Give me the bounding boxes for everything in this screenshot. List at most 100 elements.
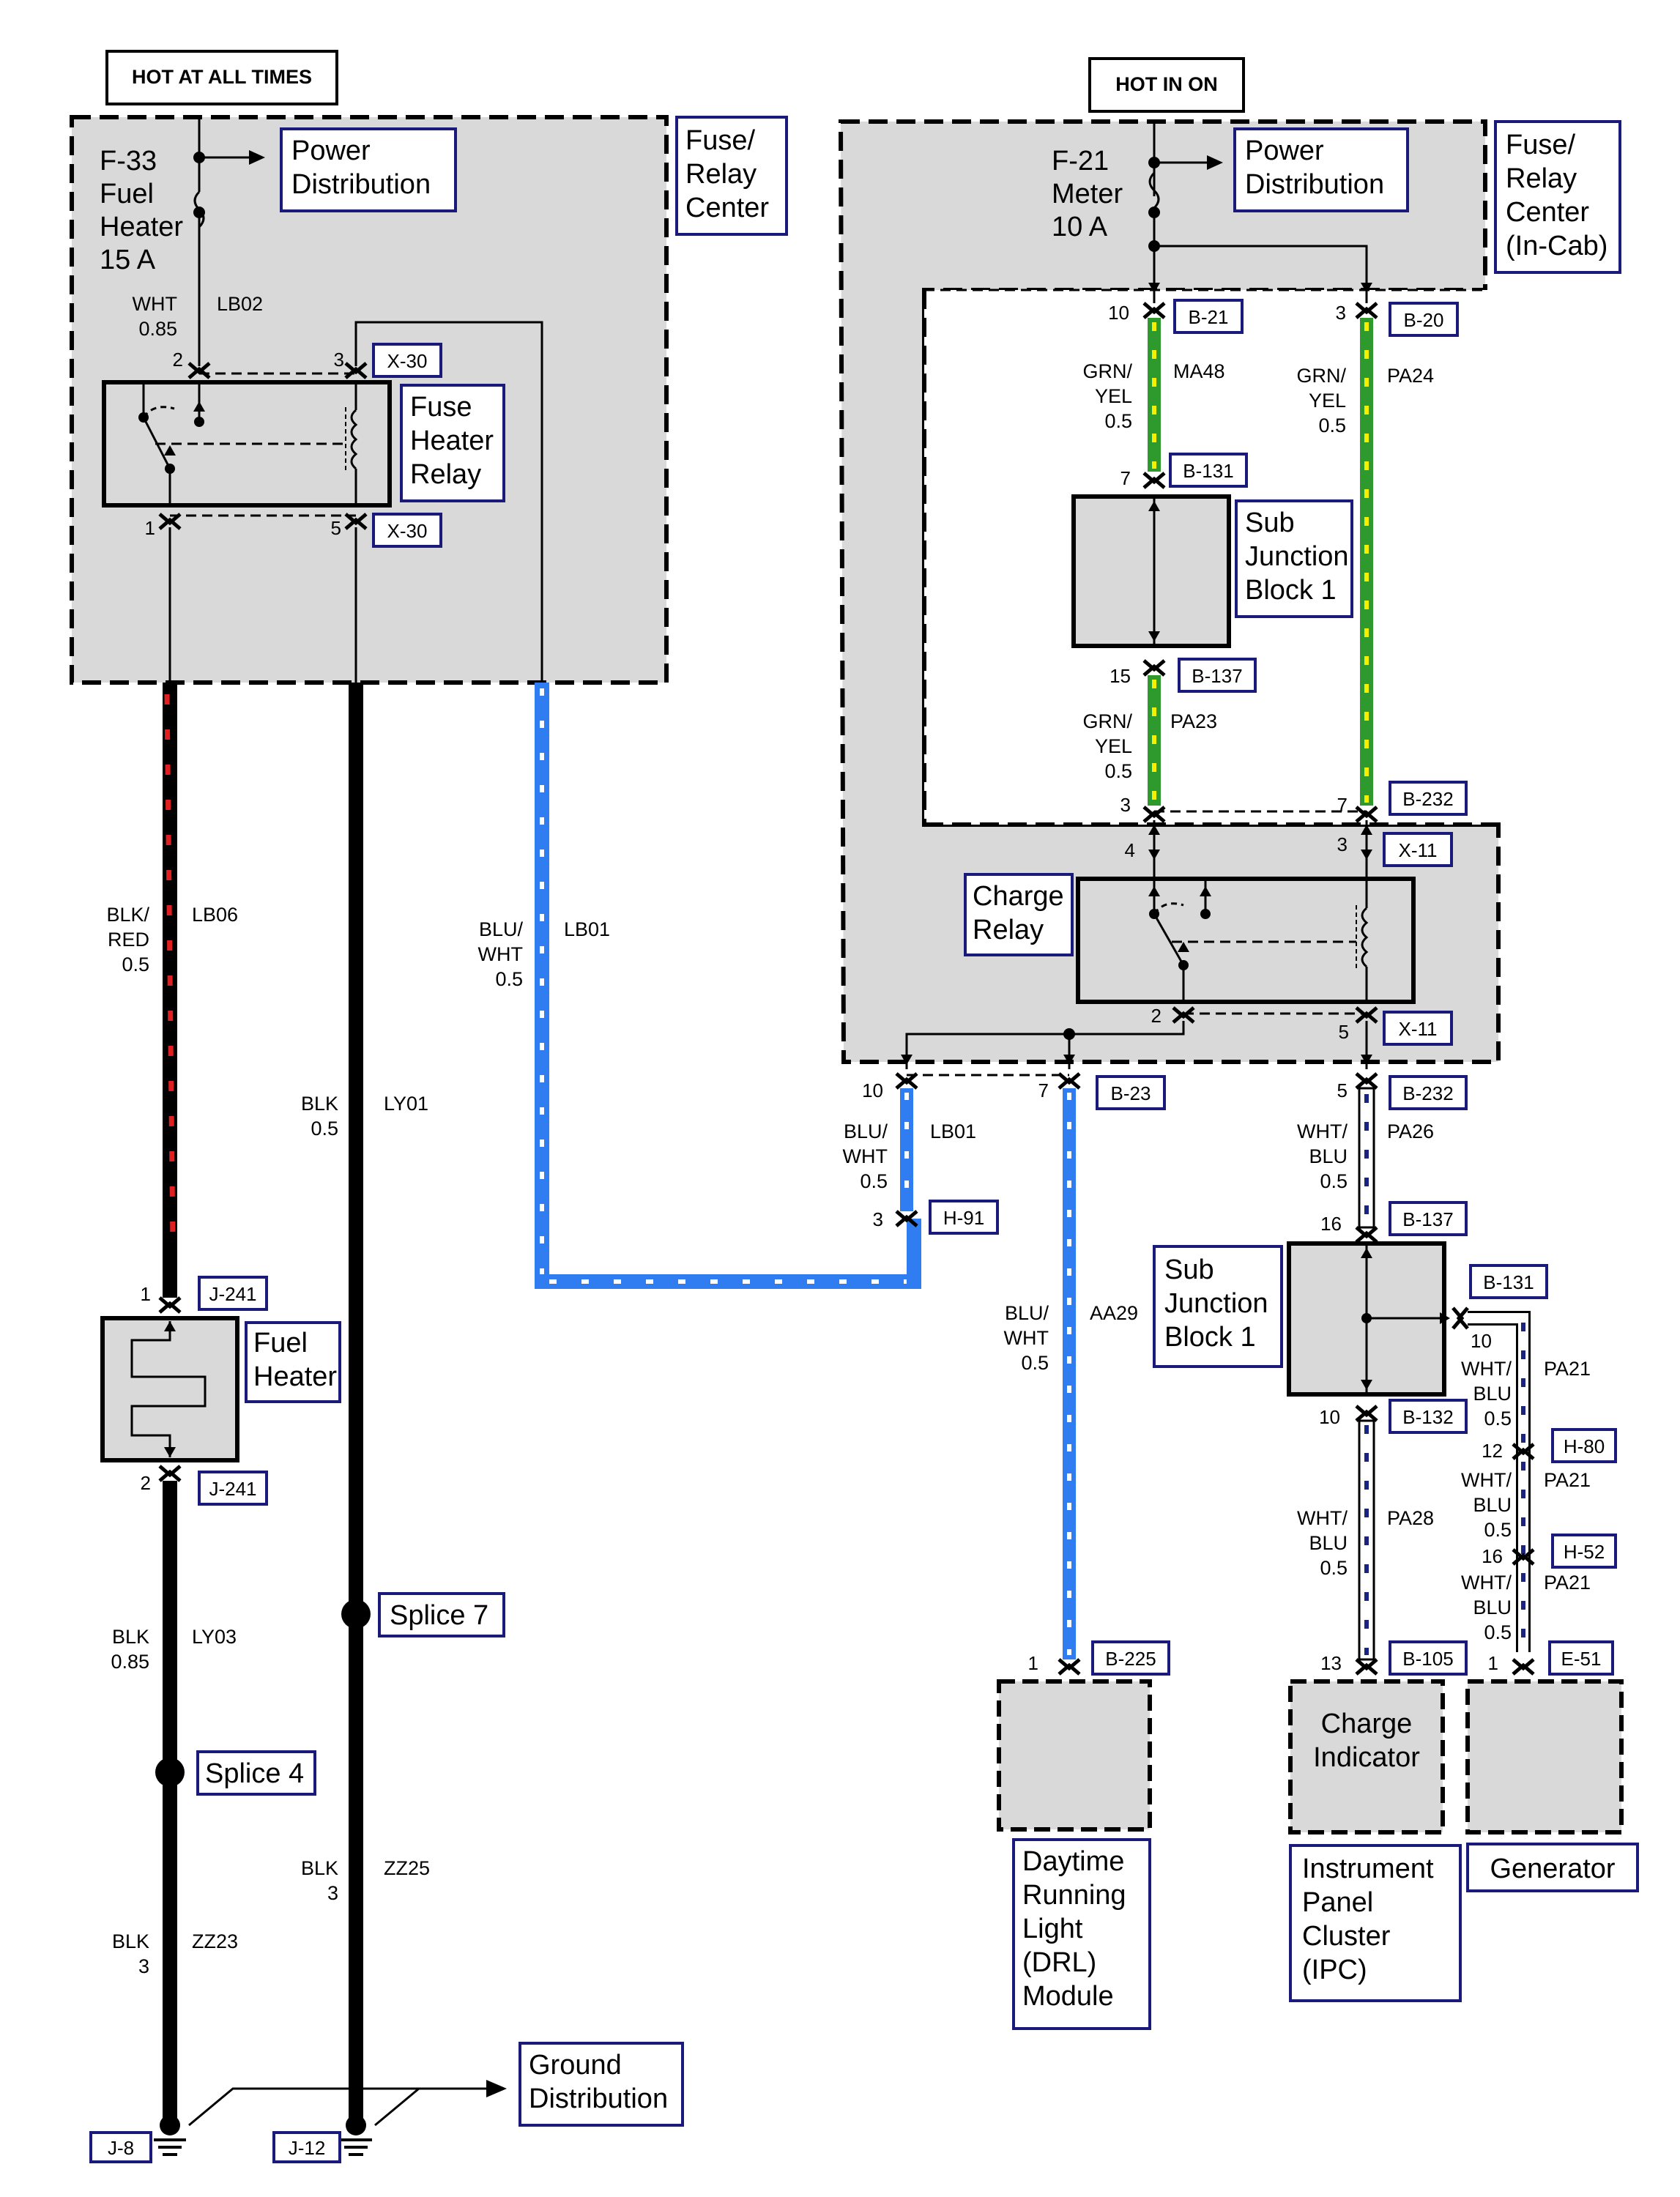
wire-pa26-color1: WHT/ xyxy=(1297,1120,1348,1142)
pin-7-b23: 7 xyxy=(1038,1079,1049,1101)
pin-10-b21: 10 xyxy=(1108,302,1129,324)
wire-pa28-color1: WHT/ xyxy=(1297,1507,1348,1529)
pin-5-xrelay: 5 xyxy=(331,517,341,539)
pin-4-x11: 4 xyxy=(1125,839,1135,861)
connector-b132[interactable] xyxy=(1389,1399,1468,1434)
fuse-relay-center-box-left[interactable] xyxy=(675,116,788,236)
pin-12-h80: 12 xyxy=(1482,1440,1503,1462)
connector-b225[interactable] xyxy=(1091,1640,1170,1676)
pin-15-b137: 15 xyxy=(1110,665,1131,687)
connector-b131-bottom[interactable] xyxy=(1469,1264,1548,1299)
fuse-heater-relay xyxy=(102,380,392,508)
relay-coil-icon xyxy=(350,409,358,470)
connector-b232-bottom[interactable] xyxy=(1389,1075,1468,1110)
connector-h91[interactable] xyxy=(929,1200,999,1235)
connector-b137-bottom-label: B-137 xyxy=(1402,1208,1453,1230)
connector-b225-label: B-225 xyxy=(1105,1648,1156,1670)
wire-zz25-color: BLK xyxy=(301,1857,338,1879)
wire-pa23-color2: YEL xyxy=(1095,735,1132,757)
fuse-f21-rating: 10 A xyxy=(1052,212,1108,242)
connector-b20[interactable] xyxy=(1389,302,1459,337)
fuse-heater-relay-label-box[interactable] xyxy=(400,384,505,502)
fuse-f21-icon xyxy=(1148,171,1160,209)
fuse-f33-name1: Fuel xyxy=(100,179,154,209)
connector-b105-label: B-105 xyxy=(1402,1648,1453,1670)
connector-b131-top[interactable] xyxy=(1169,453,1248,488)
wire-pa26-color2: BLU xyxy=(1309,1145,1348,1167)
connector-j12-label: J-12 xyxy=(289,2137,326,2159)
wire-pa23-gauge: 0.5 xyxy=(1104,760,1132,782)
connector-b232-top[interactable] xyxy=(1389,781,1468,816)
ground-distribution-box[interactable] xyxy=(519,2042,684,2127)
wire-ma48-gauge: 0.5 xyxy=(1104,410,1132,432)
sjb-bottom-line2: Junction xyxy=(1164,1288,1268,1319)
pin-16-b137: 16 xyxy=(1320,1213,1342,1235)
sub-junction-block-top-label-box[interactable] xyxy=(1235,499,1353,618)
wire-pa21-a-circuit: PA21 xyxy=(1544,1358,1591,1380)
generator-label-box[interactable] xyxy=(1466,1843,1639,1892)
connector-x11-top[interactable] xyxy=(1383,832,1453,867)
connector-h91-label: H-91 xyxy=(943,1207,984,1229)
connector-b105[interactable] xyxy=(1389,1640,1468,1676)
wire-lb06-gauge: 0.5 xyxy=(122,953,149,975)
pin-10-b23: 10 xyxy=(862,1079,883,1101)
hot-in-on-box xyxy=(1088,57,1245,113)
wire-lb01-color1: BLU/ xyxy=(479,918,524,940)
charge-relay-label-box[interactable] xyxy=(964,873,1074,956)
connector-x11-bottom[interactable] xyxy=(1383,1011,1453,1046)
splice-4-box[interactable] xyxy=(196,1750,316,1796)
connector-j8[interactable] xyxy=(89,2131,152,2163)
connector-j241-bottom[interactable] xyxy=(198,1471,268,1506)
connector-b131-top-label: B-131 xyxy=(1183,460,1233,482)
wire-pa26-circuit: PA26 xyxy=(1387,1120,1434,1142)
ipc-line1: Instrument xyxy=(1302,1854,1434,1884)
wire-pa21-a-gauge: 0.5 xyxy=(1484,1408,1512,1430)
sub-junction-block-bottom-label-box[interactable] xyxy=(1153,1245,1283,1368)
wire-ma48-circuit: MA48 xyxy=(1173,360,1225,382)
wire-pa24-color1: GRN/ xyxy=(1297,365,1347,387)
ground-j8-icon xyxy=(154,2115,186,2156)
power-distribution-box-right[interactable] xyxy=(1233,127,1409,212)
connector-j241-bottom-label: J-241 xyxy=(209,1478,256,1500)
wire-lb01-short-color2: WHT xyxy=(843,1145,888,1167)
pin-5-b232: 5 xyxy=(1337,1079,1348,1101)
wire-pa26-gauge: 0.5 xyxy=(1320,1170,1348,1192)
ipc-line2: Panel xyxy=(1302,1887,1373,1918)
pin-5-x11: 5 xyxy=(1339,1021,1349,1043)
connector-b23[interactable] xyxy=(1096,1075,1166,1110)
fuel-heater-label-box[interactable] xyxy=(245,1321,341,1403)
power-distribution-box-left[interactable] xyxy=(280,127,457,212)
power-distribution-right-line2: Distribution xyxy=(1245,169,1384,200)
connector-b137-bottom[interactable] xyxy=(1389,1201,1468,1236)
hot-at-all-times-box xyxy=(105,50,338,105)
wire-pa21-b-color1: WHT/ xyxy=(1461,1469,1512,1491)
charge-indicator-line2: Indicator xyxy=(1313,1742,1420,1773)
pin-1-j241: 1 xyxy=(141,1283,151,1305)
connector-h80[interactable] xyxy=(1551,1428,1617,1463)
connector-j8-label: J-8 xyxy=(108,2137,134,2159)
generator xyxy=(1465,1679,1624,1834)
power-distribution-left-line2: Distribution xyxy=(291,169,431,200)
connector-b20-label: B-20 xyxy=(1404,309,1444,331)
wire-lb02-color: WHT xyxy=(133,293,177,315)
pin-10-b131: 10 xyxy=(1471,1330,1492,1352)
connector-b137-top[interactable] xyxy=(1178,658,1257,693)
ipc-label-box[interactable] xyxy=(1289,1844,1462,2002)
wire-aa29-color1: BLU/ xyxy=(1005,1302,1049,1324)
connector-j241-top[interactable] xyxy=(198,1276,268,1311)
connector-e51[interactable] xyxy=(1548,1640,1614,1676)
power-distribution-right-line1: Power xyxy=(1245,135,1324,166)
connector-j12[interactable] xyxy=(272,2131,341,2163)
frc-right-line1: Fuse/ xyxy=(1506,130,1575,160)
fuse-relay-center-box-right[interactable] xyxy=(1494,120,1621,274)
connector-b21[interactable] xyxy=(1173,299,1244,334)
connector-x30-top[interactable] xyxy=(372,343,442,378)
drl-module-label-box[interactable] xyxy=(1012,1838,1151,2030)
fuse-f33-rating: 15 A xyxy=(100,245,156,275)
connector-x30-bottom[interactable] xyxy=(372,513,442,548)
wire-pa21-c-gauge: 0.5 xyxy=(1484,1621,1512,1643)
hot-in-on-label: HOT IN ON xyxy=(1115,73,1218,95)
connector-h52[interactable] xyxy=(1551,1534,1617,1569)
splice-4-label: Splice 4 xyxy=(205,1758,304,1789)
splice-7-box[interactable] xyxy=(378,1592,505,1637)
